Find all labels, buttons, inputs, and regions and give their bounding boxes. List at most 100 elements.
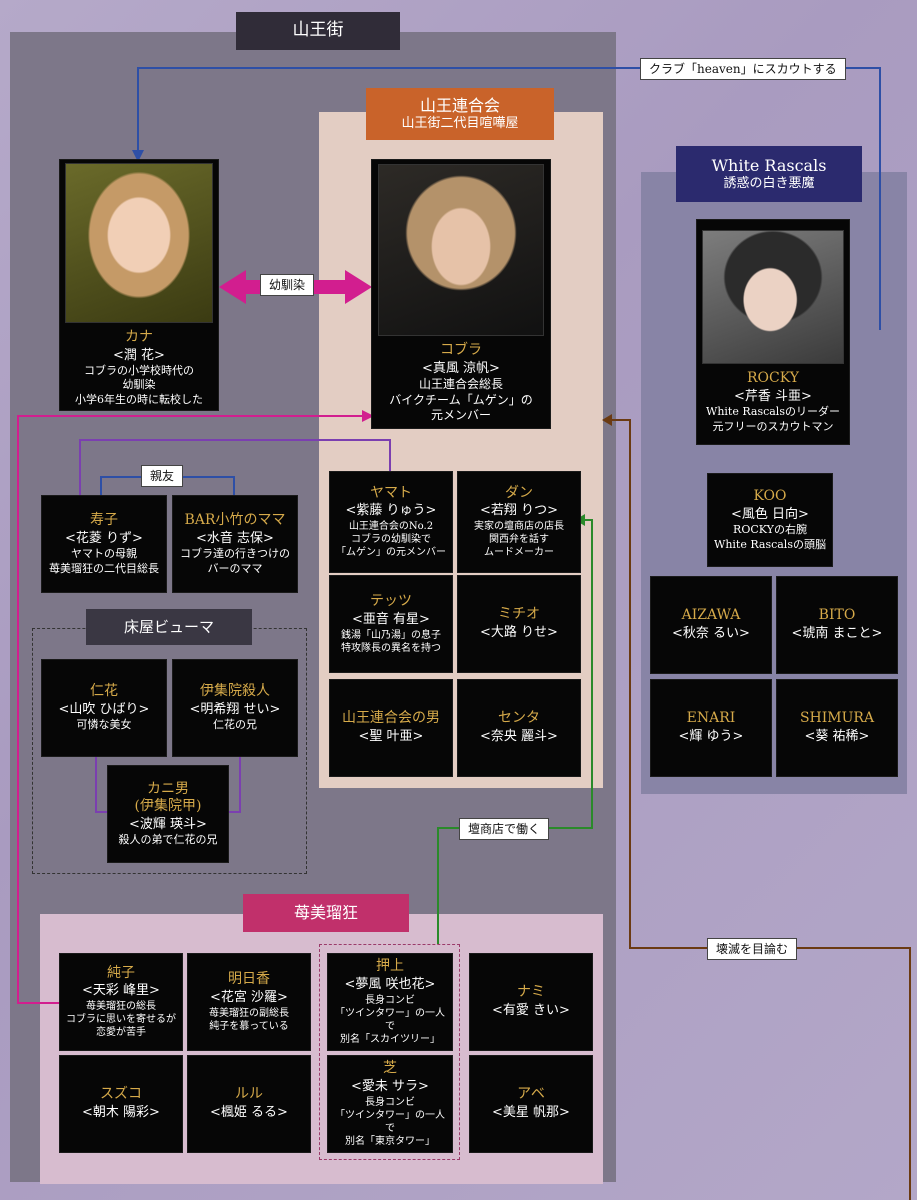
scout-label: クラブ「heaven」にスカウトする xyxy=(640,58,846,80)
dan-desc-3: ムードメーカー xyxy=(484,546,554,559)
rocky-desc-2: 元フリーのスカウトマン xyxy=(713,420,834,434)
kaniotoko-name: カニ男 xyxy=(147,781,189,799)
dan-desc-1: 実家の壇商店の店長 xyxy=(474,520,564,533)
card-kaniotoko[interactable]: カニ男 (伊集院甲) <波輝 瑛斗> 殺人の弟で仁花の兄 xyxy=(108,766,228,862)
oshiage-name: 押上 xyxy=(376,958,404,976)
aizawa-name: AIZAWA xyxy=(682,607,741,625)
mama-name: BAR小竹のママ xyxy=(185,512,286,530)
card-mama[interactable]: BAR小竹のママ <水音 志保> コブラ達の行きつけの バーのママ xyxy=(173,496,297,592)
card-ijuin[interactable]: 伊集院殺人 <明希翔 せい> 仁花の兄 xyxy=(173,660,297,756)
ruru-actor: <楓姫 るる> xyxy=(210,1104,288,1122)
card-bito[interactable]: BITO <琥南 まこと> xyxy=(777,577,897,673)
card-oshiage[interactable]: 押上 <夢風 咲也花> 長身コンビ 「ツインタワー」の一人で 別名「スカイツリー… xyxy=(328,954,452,1050)
ijuin-actor: <明希翔 せい> xyxy=(190,701,281,719)
koo-actor: <風色 日向> xyxy=(731,506,809,524)
asuka-desc-1: 苺美瑠狂の副総長 xyxy=(209,1007,289,1020)
junko-desc-1: 苺美瑠狂の総長 xyxy=(86,1000,156,1013)
card-junko[interactable]: 純子 <天彩 峰里> 苺美瑠狂の総長 コブラに思いを寄せるが 恋愛が苦手 xyxy=(60,954,182,1050)
dan-name: ダン xyxy=(505,485,533,503)
koo-desc-2: White Rascalsの頭脳 xyxy=(714,538,826,552)
card-asuka[interactable]: 明日香 <花宮 沙羅> 苺美瑠狂の副総長 純子を慕っている xyxy=(188,954,310,1050)
junko-desc-2: コブラに思いを寄せるが xyxy=(66,1013,176,1026)
mama-desc-1: コブラ達の行きつけの xyxy=(180,547,290,561)
yamato-actor: <紫藤 りゅう> xyxy=(346,502,437,520)
rocky-actor: <芹香 斗亜> xyxy=(734,388,812,406)
tettsu-desc-2: 特攻隊長の異名を持つ xyxy=(341,642,441,655)
card-dan[interactable]: ダン <若翔 りつ> 実家の壇商店の店長 関西弁を話す ムードメーカー xyxy=(458,472,580,572)
aizawa-actor: <秋奈 るい> xyxy=(672,625,750,643)
enari-actor: <輝 ゆう> xyxy=(679,728,744,746)
nami-name: ナミ xyxy=(517,984,545,1002)
mama-desc-2: バーのママ xyxy=(208,562,263,576)
childhood-label: 幼馴染 xyxy=(260,274,314,296)
yamato-name: ヤマト xyxy=(370,485,412,503)
suzuko-name: スズコ xyxy=(100,1086,142,1104)
card-abe[interactable]: アベ <美星 帆那> xyxy=(470,1056,592,1152)
shimura-actor: <葵 祐稀> xyxy=(805,728,870,746)
card-shiba[interactable]: 芝 <愛未 サラ> 長身コンビ 「ツインタワー」の一人で 別名「東京タワー」 xyxy=(328,1056,452,1152)
kana-actor: <潤 花> xyxy=(113,347,165,365)
card-aizawa[interactable]: AIZAWA <秋奈 るい> xyxy=(651,577,771,673)
junko-name: 純子 xyxy=(107,965,135,983)
ruru-name: ルル xyxy=(235,1086,263,1104)
oshiage-desc-2: 「ツインタワー」の一人で xyxy=(331,1007,449,1033)
yamato-desc-1: 山王連合会のNo.2 xyxy=(349,520,433,533)
oshiage-desc-1: 長身コンビ xyxy=(365,994,415,1007)
kotobuki-desc-1: ヤマトの母親 xyxy=(71,547,137,561)
shiba-desc-1: 長身コンビ xyxy=(365,1096,415,1109)
card-rengo-man[interactable]: 山王連合会の男 <聖 叶亜> xyxy=(330,680,452,776)
tettsu-desc-1: 銭湯「山乃湯」の息子 xyxy=(341,629,441,642)
card-ruru[interactable]: ルル <楓姫 るる> xyxy=(188,1056,310,1152)
rocky-name: ROCKY xyxy=(747,370,799,388)
enari-name: ENARI xyxy=(687,710,736,728)
kana-name: カナ xyxy=(125,329,153,347)
card-koo[interactable]: KOO <風色 日向> ROCKYの右腕 White Rascalsの頭脳 xyxy=(708,474,832,566)
tettsu-actor: <亜音 有星> xyxy=(352,611,430,629)
card-cobra[interactable]: コブラ <真風 涼帆> 山王連合会総長 バイクチーム「ムゲン」の 元メンバー xyxy=(372,160,550,428)
yamato-desc-3: 「ムゲン」の元メンバー xyxy=(336,546,446,559)
card-nami[interactable]: ナミ <有愛 きい> xyxy=(470,954,592,1050)
cobra-desc-1: 山王連合会総長 xyxy=(419,377,503,393)
card-yamato[interactable]: ヤマト <紫藤 りゅう> 山王連合会のNo.2 コブラの幼馴染で 「ムゲン」の元… xyxy=(330,472,452,572)
ijuin-desc-1: 仁花の兄 xyxy=(213,718,257,732)
dan-actor: <若翔 りつ> xyxy=(480,502,558,520)
senta-actor: <奈央 麗斗> xyxy=(480,728,558,746)
abe-name: アベ xyxy=(517,1086,545,1104)
nika-name: 仁花 xyxy=(90,683,118,701)
kaniotoko-name2: (伊集院甲) xyxy=(135,798,202,816)
nami-actor: <有愛 きい> xyxy=(492,1002,570,1020)
kaniotoko-actor: <波輝 瑛斗> xyxy=(129,816,207,834)
bito-name: BITO xyxy=(819,607,856,625)
card-kotobuki[interactable]: 寿子 <花菱 りず> ヤマトの母親 苺美瑠狂の二代目総長 xyxy=(42,496,166,592)
suzuko-actor: <朝木 陽彩> xyxy=(82,1104,160,1122)
cobra-desc-2: バイクチーム「ムゲン」の xyxy=(389,393,532,409)
asuka-actor: <花宮 沙羅> xyxy=(210,989,288,1007)
shiba-desc-2: 「ツインタワー」の一人で xyxy=(331,1109,449,1135)
card-tettsu[interactable]: テッツ <亜音 有星> 銭湯「山乃湯」の息子 特攻隊長の異名を持つ xyxy=(330,576,452,672)
card-shimura[interactable]: SHIMURA <葵 祐稀> xyxy=(777,680,897,776)
card-rocky[interactable]: ROCKY <芹香 斗亜> White Rascalsのリーダー 元フリーのスカ… xyxy=(697,220,849,444)
koo-desc-1: ROCKYの右腕 xyxy=(733,523,807,537)
oshiage-desc-3: 別名「スカイツリー」 xyxy=(340,1033,440,1046)
senta-name: センタ xyxy=(498,710,540,728)
ijuin-name: 伊集院殺人 xyxy=(200,683,270,701)
junko-desc-3: 恋愛が苦手 xyxy=(96,1026,146,1039)
card-enari[interactable]: ENARI <輝 ゆう> xyxy=(651,680,771,776)
kotobuki-desc-2: 苺美瑠狂の二代目総長 xyxy=(49,562,159,576)
rengo-man-actor: <聖 叶亜> xyxy=(359,728,424,746)
kana-desc-1: コブラの小学校時代の xyxy=(84,364,194,378)
asuka-name: 明日香 xyxy=(228,971,270,989)
card-nika[interactable]: 仁花 <山吹 ひばり> 可憐な美女 xyxy=(42,660,166,756)
card-senta[interactable]: センタ <奈央 麗斗> xyxy=(458,680,580,776)
kana-desc-2: 幼馴染 xyxy=(123,378,156,392)
cobra-desc-3: 元メンバー xyxy=(431,408,491,424)
bito-actor: <琥南 まこと> xyxy=(792,625,883,643)
card-suzuko[interactable]: スズコ <朝木 陽彩> xyxy=(60,1056,182,1152)
card-michio[interactable]: ミチオ <大路 りせ> xyxy=(458,576,580,672)
tettsu-name: テッツ xyxy=(370,593,412,611)
oshiage-actor: <夢風 咲也花> xyxy=(345,976,436,994)
shiba-name: 芝 xyxy=(383,1060,397,1078)
koo-name: KOO xyxy=(753,488,786,506)
nika-desc-1: 可憐な美女 xyxy=(77,718,132,732)
card-kana[interactable]: カナ <潤 花> コブラの小学校時代の 幼馴染 小学6年生の時に転校した xyxy=(60,160,218,410)
